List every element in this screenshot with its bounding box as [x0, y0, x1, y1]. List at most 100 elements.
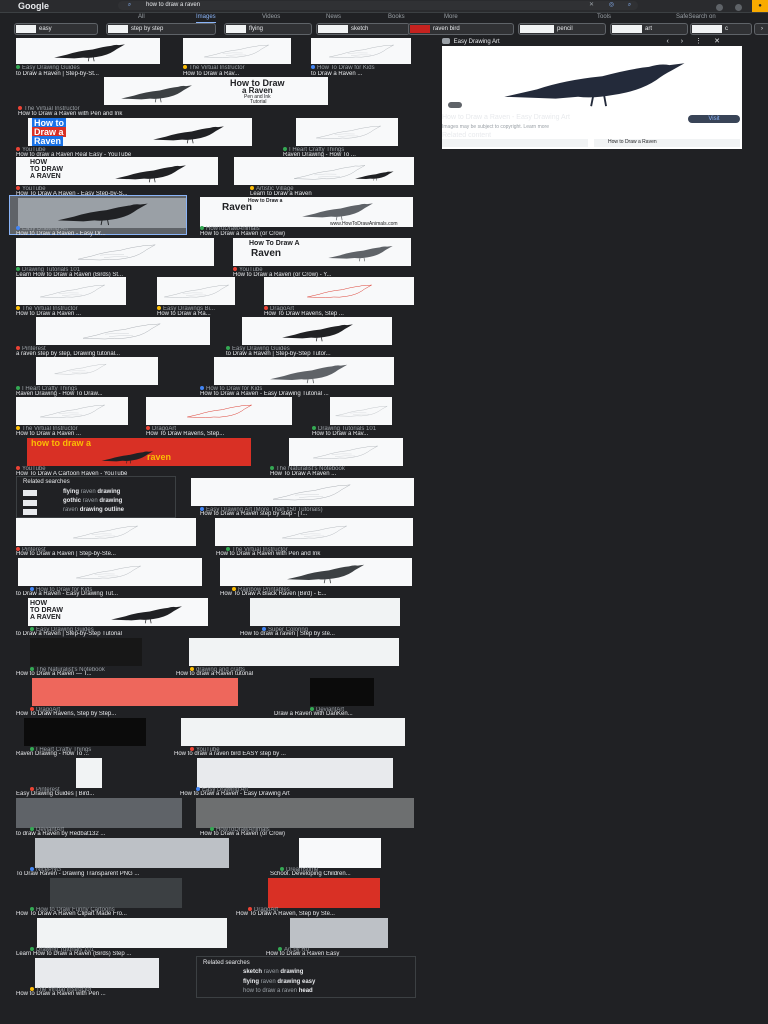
result-source[interactable]: HowToDrawAnimals	[200, 226, 260, 232]
result-image-selected[interactable]	[9, 195, 187, 235]
result-image[interactable]	[268, 878, 380, 908]
result-image[interactable]	[32, 678, 238, 706]
result-title[interactable]: How to Draw a Rav...	[183, 71, 240, 77]
result-image[interactable]	[299, 838, 381, 868]
prev-icon[interactable]: ‹	[666, 38, 681, 45]
result-source[interactable]: The Virtual Instructor	[16, 426, 78, 432]
result-title[interactable]: How to draw a raven bird EASY step by ..…	[174, 751, 286, 757]
result-source[interactable]: The Naturalist's Notebook	[30, 667, 105, 673]
result-title[interactable]: How to Draw a Raven with Pen ...	[16, 991, 106, 997]
result-title[interactable]: How to Draw a Raven Easy	[266, 951, 340, 957]
result-title[interactable]: Easy Drawing Guides | Bird...	[16, 791, 95, 797]
result-image[interactable]	[242, 317, 392, 345]
lens-icon[interactable]: ◎	[608, 2, 615, 8]
result-title[interactable]: Learn How to Draw a Raven (Birds) Step .…	[16, 951, 132, 957]
result-image[interactable]	[264, 277, 414, 305]
result-image[interactable]	[36, 357, 158, 385]
google-logo[interactable]: Google	[18, 1, 49, 11]
result-title[interactable]: Learn How to Draw a Raven (Birds) St...	[16, 272, 124, 278]
result-title[interactable]: How to Draw a Raven | Step-by-Ste...	[16, 551, 116, 557]
safesearch-toggle[interactable]: SafeSearch on	[676, 14, 716, 20]
result-source[interactable]: YouTube	[190, 747, 220, 753]
chip-step-by-step[interactable]: step by step	[106, 23, 216, 35]
result-image[interactable]	[183, 38, 291, 64]
result-image[interactable]: How To Draw A Raven	[233, 238, 411, 266]
result-title[interactable]: How To Draw A Black Raven (Bird) - E...	[220, 591, 327, 597]
tools-button[interactable]: Tools	[597, 14, 612, 20]
tab-more[interactable]: More	[444, 14, 458, 20]
result-source[interactable]: DeviantArt	[30, 827, 64, 833]
result-source[interactable]: DeviantArt	[310, 707, 344, 713]
result-title[interactable]: a raven step by step, Drawing tutorial..…	[16, 351, 121, 357]
result-source[interactable]: Rainbow Printables	[232, 587, 290, 593]
chip-sketch[interactable]: sketch	[316, 23, 410, 35]
result-image[interactable]	[35, 838, 229, 868]
result-image[interactable]	[191, 478, 414, 506]
result-image[interactable]	[37, 918, 227, 948]
tab-images[interactable]: Images	[196, 13, 216, 23]
result-source[interactable]: The Virtual Instructor	[18, 106, 80, 112]
result-title[interactable]: To Draw Raven - Drawing Transparent PNG …	[16, 871, 140, 877]
result-title[interactable]: to Draw a Raven | Step-by-Step Tutor...	[226, 351, 331, 357]
result-title[interactable]: How To Draw Ravens, Step ...	[264, 311, 344, 317]
result-title[interactable]: How To Draw Ravens, Step by Step...	[16, 711, 117, 717]
related-item[interactable]: how to draw a raven head	[243, 988, 313, 994]
result-source[interactable]: I Heart Crafty Things	[283, 147, 344, 153]
result-title[interactable]: How to Draw a Raven - Easy Drawing Tutor…	[200, 391, 329, 397]
result-title[interactable]: Raven Drawing - How To ...	[283, 152, 356, 158]
result-source[interactable]: Art by Ro	[278, 947, 309, 953]
avatar[interactable]: ●	[752, 0, 768, 12]
result-title[interactable]: How To Draw A Raven - Easy Step-by-S...	[16, 191, 128, 197]
result-source[interactable]: How to Draw for Kids	[30, 587, 92, 593]
result-source[interactable]: How to Draw Funny Cartoons	[30, 907, 115, 913]
result-image[interactable]	[220, 558, 412, 586]
result-image[interactable]	[16, 238, 214, 266]
lens-badge-icon[interactable]	[448, 102, 462, 108]
tab-all[interactable]: All	[138, 14, 145, 20]
result-title[interactable]: How to Draw a Raven ...	[16, 431, 82, 437]
result-source[interactable]: Drawing Tutorials 101	[312, 426, 376, 432]
result-image[interactable]: how to draw a raven	[27, 438, 251, 466]
chip-flying[interactable]: flying	[224, 23, 312, 35]
result-image[interactable]: HOW TO DRAW A RAVEN	[16, 157, 218, 185]
result-source[interactable]: Drawing Tutorials 101	[16, 267, 80, 273]
related-item[interactable]: sketch raven drawing	[243, 969, 303, 975]
related-item[interactable]: gothic raven drawing	[63, 498, 122, 504]
related-item[interactable]: flying raven drawing	[63, 489, 120, 495]
result-source[interactable]: Pinterest	[16, 346, 46, 352]
next-icon[interactable]: ›	[680, 38, 696, 45]
search-box[interactable]: ⌕ how to draw a raven ✕ ◎ ⌕	[118, 1, 638, 10]
result-title[interactable]: How To Draw A Raven Clipart Made Fro...	[16, 911, 127, 917]
result-title[interactable]: How to Draw a Raven with Pen and Ink	[18, 111, 123, 117]
result-source[interactable]: Drawing Tutorials 101	[30, 947, 94, 953]
result-source[interactable]: drawing and crafts	[190, 667, 245, 673]
result-source[interactable]: Pinterest	[16, 547, 46, 553]
result-source[interactable]: Easy Drawing Guides	[226, 346, 290, 352]
result-title[interactable]: How to Draw a Raven (or Crow)	[200, 831, 286, 837]
result-image[interactable]	[189, 638, 399, 666]
close-icon[interactable]: ✕	[588, 2, 595, 8]
result-image[interactable]	[330, 397, 392, 425]
result-source[interactable]: YouTube	[16, 147, 46, 153]
related-content-thumb[interactable]: How to Draw a Raven	[594, 139, 740, 147]
preview-source[interactable]: Easy Drawing Art	[442, 38, 500, 46]
visit-button[interactable]: Visit	[688, 115, 740, 123]
result-image[interactable]: How to Draw a Raven	[28, 118, 252, 146]
result-title[interactable]: How To Draw A Cartoon Raven - YouTube	[16, 471, 128, 477]
result-source[interactable]: DragoArt	[146, 426, 176, 432]
result-source[interactable]: I Heart Crafty Things	[30, 747, 91, 753]
result-source[interactable]: NicePNG	[30, 867, 61, 873]
result-image[interactable]	[157, 277, 235, 305]
result-image[interactable]	[16, 277, 126, 305]
result-image[interactable]	[16, 397, 128, 425]
result-title[interactable]: to draw a Raven by Redbat132 ...	[16, 831, 106, 837]
result-title[interactable]: How to Draw a Raven with Pen and Ink	[216, 551, 321, 557]
result-image[interactable]	[310, 678, 374, 706]
result-source[interactable]: Easy Drawing Art	[16, 226, 68, 232]
result-title[interactable]: to Draw a Raven | Step-by-St...	[16, 71, 99, 77]
settings-icon[interactable]	[716, 4, 723, 11]
result-image[interactable]	[196, 798, 414, 828]
result-source[interactable]: Pinterest	[30, 787, 60, 793]
chip-more[interactable]: c	[690, 23, 752, 35]
related-item[interactable]: raven drawing outline	[63, 507, 124, 513]
